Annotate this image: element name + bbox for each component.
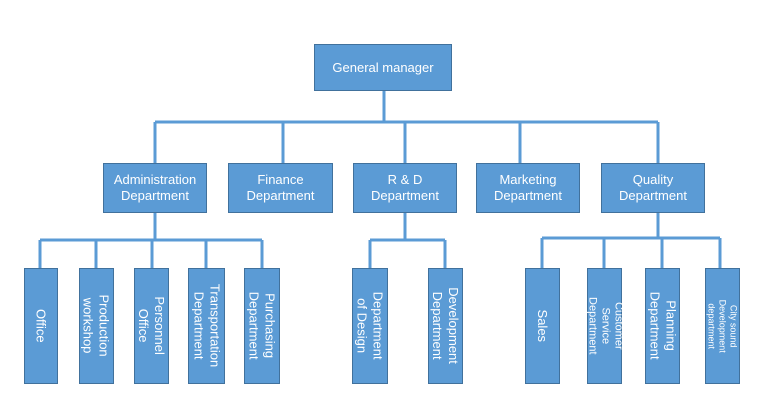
marketing-department-node: Marketing Department bbox=[476, 163, 580, 213]
planning-department-node: Planning Department bbox=[645, 268, 680, 384]
personnel-office-label: Personnel Office bbox=[136, 296, 168, 356]
customer-service-department-label: Customer Service Department bbox=[585, 297, 625, 355]
general-manager-label: General manager bbox=[332, 59, 434, 75]
office-label: Office bbox=[33, 309, 49, 343]
city-sound-development-department-label: City sound Development department bbox=[707, 299, 739, 353]
marketing-department-label: Marketing Department bbox=[494, 172, 562, 203]
development-department-node: Development Department bbox=[428, 268, 463, 384]
production-workshop-node: Production workshop bbox=[79, 268, 114, 384]
finance-department-label: Finance Department bbox=[246, 172, 315, 203]
planning-department-label: Planning Department bbox=[647, 292, 679, 360]
customer-service-department-node: Customer Service Department bbox=[585, 268, 625, 384]
administration-department-label: Administration Department bbox=[113, 172, 197, 203]
quality-department-node: Quality Department bbox=[601, 163, 705, 213]
office-node: Office bbox=[24, 268, 58, 384]
sales-label: Sales bbox=[535, 309, 551, 343]
purchasing-department-label: Purchasing Department bbox=[247, 292, 278, 360]
transportation-department-node: Transportation Department bbox=[188, 268, 225, 384]
city-sound-development-department-node: City sound Development department bbox=[705, 268, 740, 384]
production-workshop-label: Production workshop bbox=[81, 294, 113, 358]
transportation-department-label: Transportation Department bbox=[191, 284, 223, 368]
general-manager-node: General manager bbox=[314, 44, 452, 91]
purchasing-department-node: Purchasing Department bbox=[244, 268, 280, 384]
finance-department-node: Finance Department bbox=[228, 163, 333, 213]
administration-department-node: Administration Department bbox=[103, 163, 207, 213]
department-of-design-label: Department of Design bbox=[355, 292, 386, 360]
rd-department-node: R & D Department bbox=[353, 163, 457, 213]
quality-department-label: Quality Department bbox=[619, 172, 687, 203]
department-of-design-node: Department of Design bbox=[352, 268, 388, 384]
sales-node: Sales bbox=[525, 268, 560, 384]
rd-department-label: R & D Department bbox=[371, 172, 439, 203]
personnel-office-node: Personnel Office bbox=[134, 268, 169, 384]
development-department-label: Development Department bbox=[430, 287, 462, 365]
